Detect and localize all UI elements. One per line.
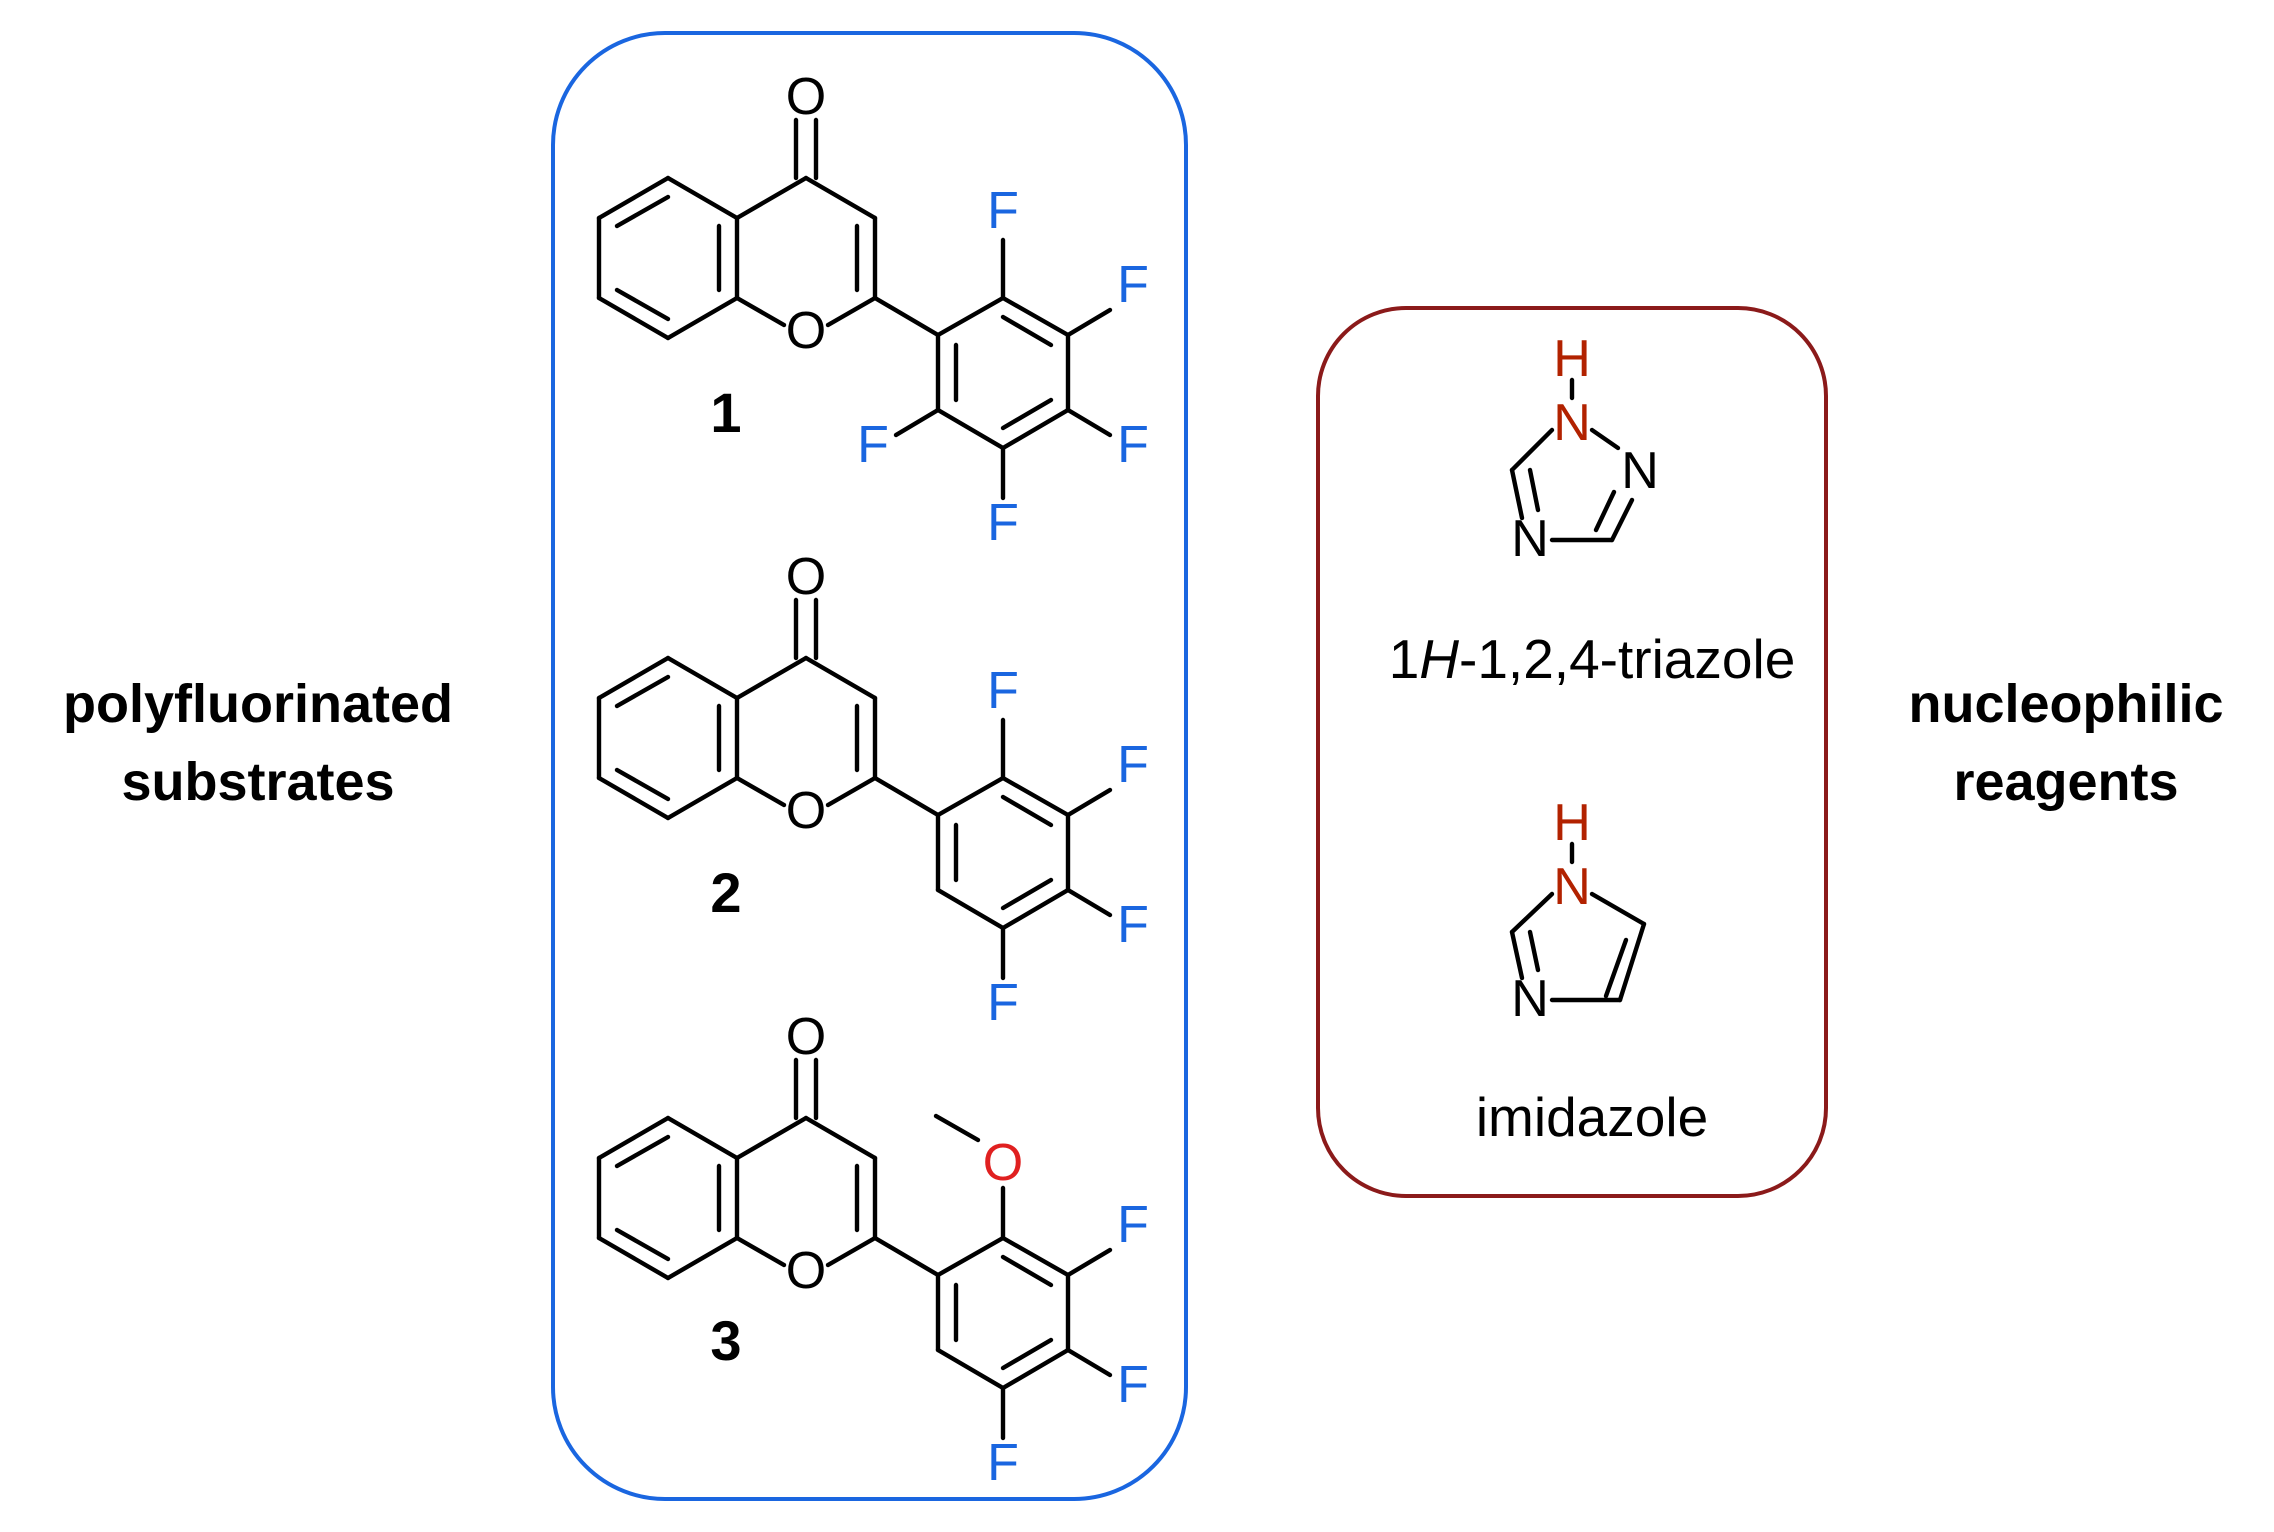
fluorine-atom: F: [987, 662, 1019, 720]
compound-number: 3: [710, 1309, 741, 1372]
carbonyl-oxygen: O: [786, 548, 826, 606]
fluorine-atom: F: [1117, 1196, 1149, 1254]
compound-number: 1: [710, 381, 741, 444]
fluorine-atom: F: [1117, 896, 1149, 954]
fluorine-atom: F: [987, 974, 1019, 1032]
ring-oxygen: O: [786, 1242, 826, 1300]
compound-1: O O F F F F F 1: [596, 68, 1149, 552]
compound-2: O O F F F F 2: [596, 548, 1149, 1032]
left-label-line2: substrates: [121, 752, 394, 812]
substrates-box: [551, 31, 1188, 1501]
triazole-n2-atom: N: [1621, 442, 1659, 500]
fluorine-atom: F: [1117, 1356, 1149, 1414]
triazole-structure: H N N N: [1509, 330, 1659, 568]
compound-number: 2: [710, 861, 741, 924]
imidazole-n1-atom: N: [1553, 858, 1591, 916]
triazole-n4-atom: N: [1511, 510, 1549, 568]
fluorine-atom: F: [857, 416, 889, 474]
ring-oxygen: O: [786, 782, 826, 840]
ring-oxygen: O: [786, 302, 826, 360]
triazole-name: 1H-1,2,4-triazole: [1389, 628, 1796, 690]
imidazole-structure: H N N: [1509, 794, 1647, 1028]
right-label-line2: reagents: [1953, 752, 2178, 812]
triazole-n1-atom: N: [1553, 394, 1591, 452]
fluorine-atom: F: [987, 182, 1019, 240]
imidazole-n3-atom: N: [1511, 970, 1549, 1028]
fluorine-atom: F: [987, 1434, 1019, 1492]
fluorine-atom: F: [1117, 416, 1149, 474]
fluorine-atom: F: [1117, 736, 1149, 794]
reagents-box: [1316, 306, 1828, 1198]
carbonyl-oxygen: O: [786, 1008, 826, 1066]
carbonyl-oxygen: O: [786, 68, 826, 126]
left-label-line1: polyfluorinated: [63, 674, 453, 734]
fluorine-atom: F: [987, 494, 1019, 552]
imidazole-name: imidazole: [1476, 1086, 1708, 1148]
right-label-line1: nucleophilic: [1908, 674, 2223, 734]
fluorine-atom: F: [1117, 256, 1149, 314]
compound-3: O O O F F F 3: [596, 1008, 1149, 1492]
methoxy-oxygen: O: [983, 1134, 1023, 1192]
